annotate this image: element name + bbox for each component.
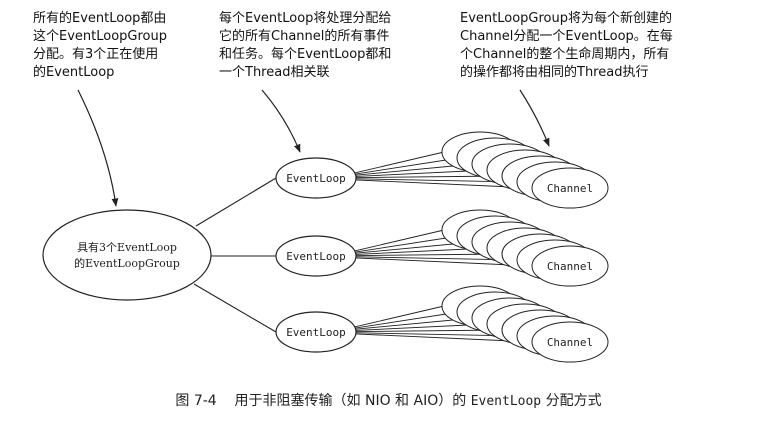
caption-text: 用于非阻塞传输（如 NIO 和 AIO）的 xyxy=(234,393,467,409)
channel-annotation-arrow xyxy=(519,89,550,147)
eventloop-to-channel-line xyxy=(352,235,460,253)
channel-annotation-line: EventLoopGroup将为每个新创建的 xyxy=(460,11,672,26)
eventloop-to-channel-line xyxy=(352,229,445,252)
group-annotation-line: 所有的EventLoop都由 xyxy=(33,11,167,26)
eventloop-ellipse xyxy=(275,311,357,353)
eventloop-annotation-line: 一个Thread相关联 xyxy=(219,65,330,80)
caption-code: EventLoop xyxy=(470,394,542,409)
caption-text-end: 分配方式 xyxy=(545,393,602,409)
channel-ellipse xyxy=(531,321,609,363)
figure-caption: 图 7-4 用于非阻塞传输（如 NIO 和 AIO）的 EventLoop 分配… xyxy=(0,390,777,410)
channel-label: Channel xyxy=(547,182,593,195)
eventloop-cluster: Channel EventLoop xyxy=(275,285,609,363)
channel-annotation: EventLoopGroup将为每个新创建的 Channel分配一个EventL… xyxy=(460,10,673,82)
eventloop-annotation-arrow xyxy=(261,89,301,153)
eventloop-group-label-line1: 具有3个EventLoop xyxy=(77,240,177,254)
channel-clusters: ChannelEventLoopChannelEventLoopChannelE… xyxy=(275,131,609,363)
figure-number: 图 7-4 xyxy=(175,393,217,409)
group-to-eventloop-links xyxy=(193,177,277,333)
eventloop-group-node: 具有3个EventLoop 的EventLoopGroup xyxy=(42,209,212,301)
eventloop-annotation: 每个EventLoop将处理分配给 它的所有Channel的所有事件 和任务。每… xyxy=(219,10,391,82)
eventloop-ellipse xyxy=(275,157,357,199)
eventloop-cluster: Channel EventLoop xyxy=(275,209,609,287)
eventloop-annotation-line: 和任务。每个EventLoop都和 xyxy=(219,47,392,62)
channel-annotation-line: 个Channel的整个生命周期内，所有 xyxy=(460,47,670,62)
group-annotation-line: 这个EventLoopGroup xyxy=(33,29,167,44)
group-annotation-line: 的EventLoop xyxy=(33,65,115,80)
channel-ellipse xyxy=(531,167,609,209)
eventloop-diagram: ChannelEventLoopChannelEventLoopChannelE… xyxy=(42,89,609,363)
eventloop-cluster: Channel EventLoop xyxy=(275,131,609,209)
eventloop-to-channel-line xyxy=(352,157,460,175)
channel-annotation-line: 的操作都将由相同的Thread执行 xyxy=(460,65,649,80)
eventloop-ellipse xyxy=(275,235,357,277)
eventloop-group-ellipse xyxy=(42,209,212,301)
eventloop-label: EventLoop xyxy=(286,250,346,263)
group-annotation: 所有的EventLoop都由 这个EventLoopGroup 分配。有3个正在… xyxy=(33,10,167,82)
eventloop-label: EventLoop xyxy=(286,326,346,339)
group-to-eventloop-line xyxy=(195,177,277,227)
eventloop-to-channel-line xyxy=(352,305,445,328)
group-annotation-arrow xyxy=(77,89,119,207)
eventloop-annotation-line: 每个EventLoop将处理分配给 xyxy=(219,11,392,26)
group-annotation-line: 分配。有3个正在使用 xyxy=(33,47,159,62)
eventloop-to-channel-line xyxy=(352,311,460,329)
channel-label: Channel xyxy=(547,260,593,273)
eventloop-label: EventLoop xyxy=(286,172,346,185)
eventloop-annotation-line: 它的所有Channel的所有事件 xyxy=(219,29,390,44)
channel-annotation-line: Channel分配一个EventLoop。在每 xyxy=(460,29,673,44)
channel-ellipse xyxy=(531,245,609,287)
group-to-eventloop-line xyxy=(193,283,277,333)
eventloop-to-channel-line xyxy=(352,151,445,174)
channel-label: Channel xyxy=(547,336,593,349)
eventloop-group-label-line2: 的EventLoopGroup xyxy=(74,256,180,270)
